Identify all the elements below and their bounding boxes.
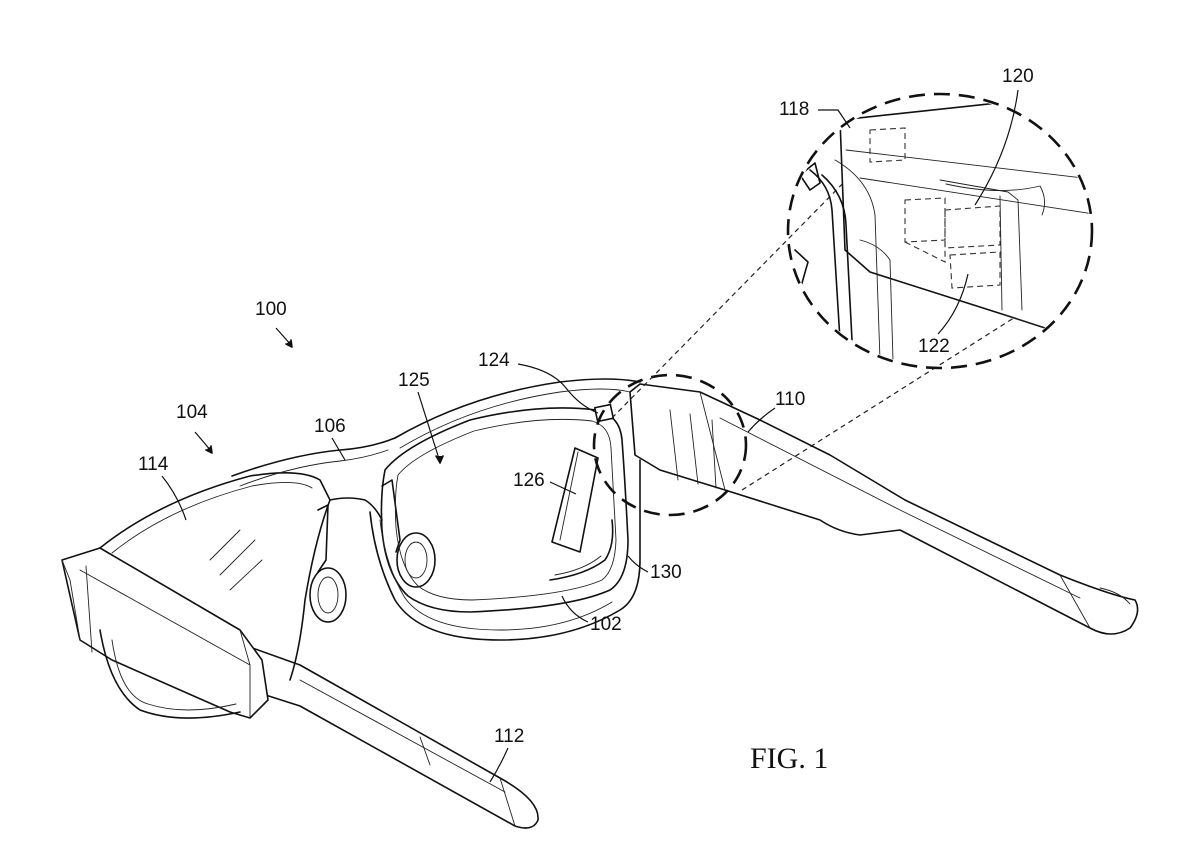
label-100: 100 — [255, 299, 287, 320]
figure-caption: FIG. 1 — [750, 742, 828, 775]
detail-circle-small — [592, 373, 748, 517]
label-112: 112 — [494, 726, 524, 747]
right-temple-arm — [629, 383, 1139, 635]
display-element — [551, 447, 599, 553]
label-102: 102 — [590, 614, 622, 635]
projection-line-upper — [611, 165, 861, 419]
reference-labels: 100 104 106 114 125 124 126 130 102 110 … — [138, 66, 1034, 783]
nose-pads — [309, 479, 436, 623]
label-130: 130 — [650, 562, 682, 583]
label-110: 110 — [775, 389, 805, 410]
left-housing-block — [61, 547, 269, 719]
label-125: 125 — [398, 370, 430, 391]
detail-circle-large — [786, 92, 1094, 370]
label-114: 114 — [138, 454, 169, 475]
label-104: 104 — [176, 402, 208, 423]
label-126: 126 — [513, 470, 545, 491]
left-temple-arm — [229, 639, 539, 829]
right-lens-rim — [369, 378, 641, 641]
enlarged-detail-view — [786, 92, 1094, 370]
bridge — [231, 437, 396, 521]
left-lens-rim — [99, 472, 331, 719]
label-106: 106 — [314, 416, 346, 437]
label-120: 120 — [1002, 66, 1034, 87]
label-124: 124 — [478, 350, 510, 371]
label-118: 118 — [779, 99, 809, 120]
label-122: 122 — [918, 336, 950, 357]
